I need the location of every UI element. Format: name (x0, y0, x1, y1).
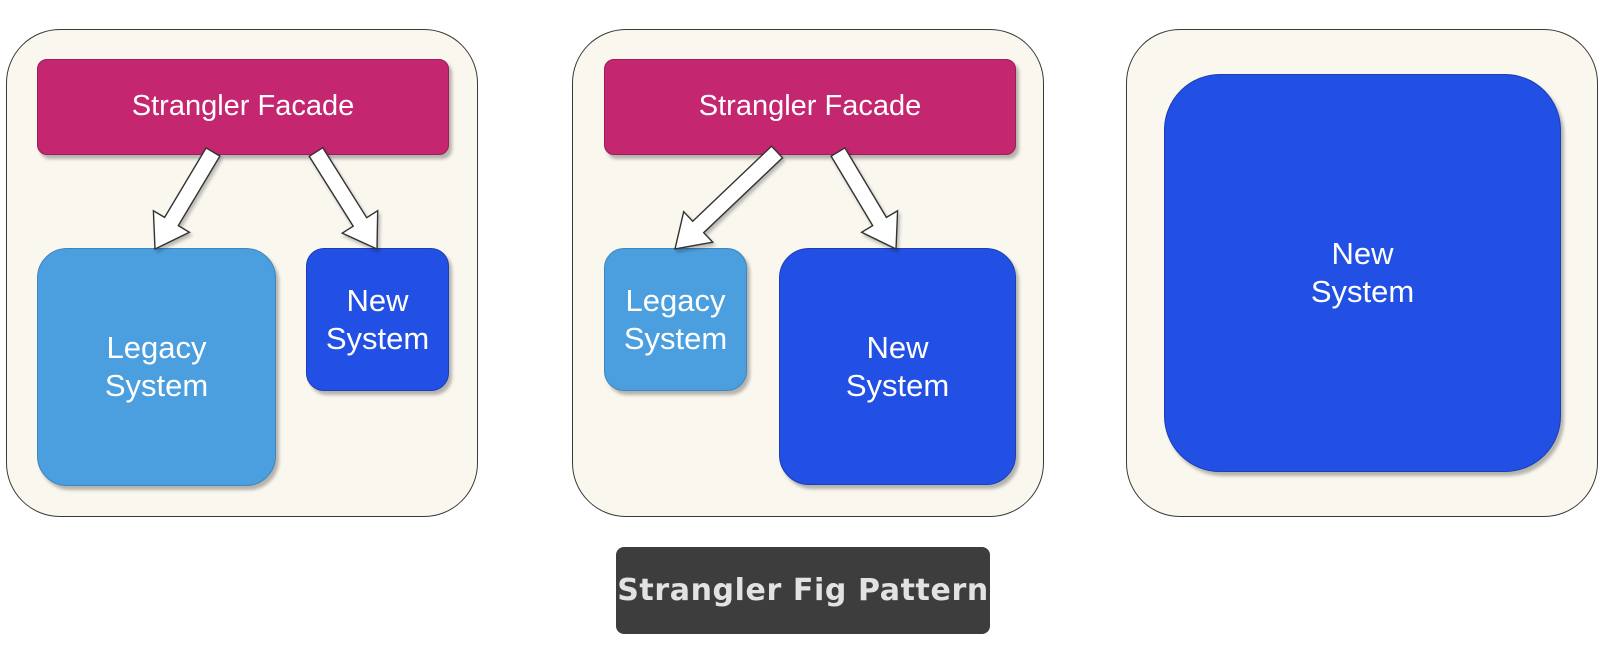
caption-banner: Strangler Fig Pattern (616, 547, 990, 634)
new-system-box: New System (306, 248, 449, 391)
strangler-facade-box: Strangler Facade (37, 59, 449, 155)
new-system-box: New System (1164, 74, 1561, 472)
new-system-box: New System (779, 248, 1016, 485)
legacy-system-box: Legacy System (37, 248, 276, 486)
legacy-system-box: Legacy System (604, 248, 747, 391)
caption-title: Strangler Fig Pattern (617, 573, 989, 608)
strangler-facade-box: Strangler Facade (604, 59, 1016, 155)
